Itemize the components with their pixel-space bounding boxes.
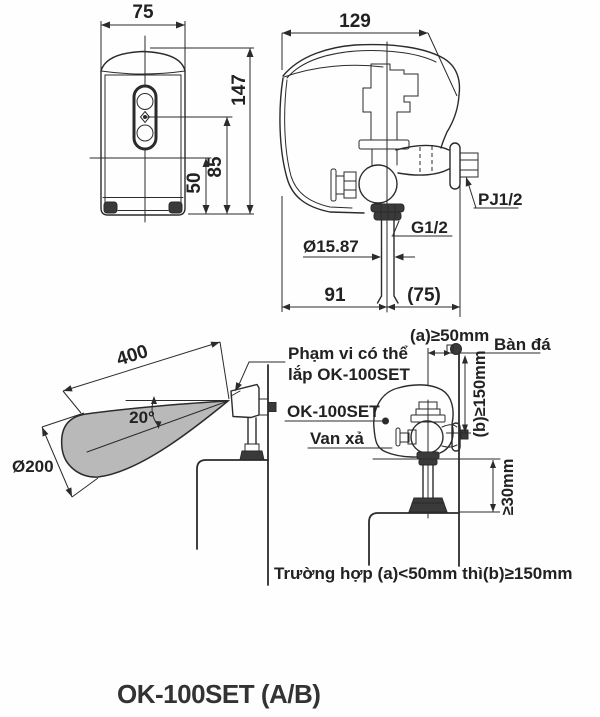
install-valve-label: Van xả bbox=[310, 429, 364, 448]
install-wall-flange bbox=[451, 422, 461, 452]
pj-connection-label: PJ1/2 bbox=[478, 190, 522, 209]
valve-collar bbox=[358, 139, 410, 150]
dim-a-label: (a)≥50mm bbox=[410, 326, 489, 345]
front-foot-right bbox=[168, 201, 183, 214]
wall-spout bbox=[395, 144, 450, 176]
dim-b-label: (b)≥150mm bbox=[471, 351, 489, 438]
range-spud bbox=[239, 450, 265, 461]
side-center-offset-dim: 91 bbox=[324, 285, 346, 306]
dim-offset-label: ≥30mm bbox=[499, 459, 517, 516]
install-unit-label: OK-100SET bbox=[287, 402, 380, 421]
front-mount-height-dim: 50 bbox=[184, 172, 205, 193]
install-spud bbox=[408, 497, 448, 513]
side-cover-outline bbox=[282, 43, 461, 149]
range-sensor-unit bbox=[230, 383, 260, 419]
front-foot-left bbox=[103, 201, 118, 214]
front-width-dim: 75 bbox=[132, 2, 154, 23]
valve-column bbox=[362, 63, 419, 141]
installation-drawing: Phạm vi có thể lắp OK-100SET OK-100SET V… bbox=[235, 326, 573, 583]
front-view-drawing: 75 147 85 50 bbox=[89, 2, 254, 223]
outlet-thread-label: G1/2 bbox=[411, 218, 448, 237]
counter-label: Bàn đá bbox=[494, 335, 551, 354]
stop-valve-handle bbox=[330, 168, 337, 202]
install-stop-valve bbox=[395, 427, 401, 447]
sensor-lens-bottom bbox=[136, 124, 154, 142]
unit-label-dot bbox=[382, 417, 389, 425]
install-range-label-line2: lắp OK-100SET bbox=[288, 365, 410, 384]
detection-length-dim: 400 bbox=[114, 341, 150, 370]
range-flush-pipe bbox=[247, 417, 257, 445]
detection-cone bbox=[60, 400, 231, 478]
sensor-lens-top bbox=[136, 93, 154, 110]
range-urinal bbox=[196, 459, 269, 550]
install-tail-pipe bbox=[422, 464, 434, 499]
front-height-dim: 147 bbox=[229, 74, 250, 106]
page-title: OK-100SET (A/B) bbox=[117, 679, 320, 709]
front-body bbox=[100, 70, 186, 216]
side-depth-dim: 129 bbox=[339, 11, 371, 32]
side-wall-offset-dim: (75) bbox=[407, 285, 441, 306]
detection-range-drawing: 20° 400 Ø200 bbox=[12, 341, 277, 586]
install-outlet-nut bbox=[416, 451, 440, 460]
valve-chamber bbox=[358, 164, 398, 204]
install-urinal bbox=[368, 512, 460, 566]
installable-range-outline bbox=[373, 384, 454, 458]
install-valve-collar bbox=[410, 414, 446, 423]
condition-note: Trường hợp (a)<50mm thì(b)≥150mm bbox=[274, 564, 573, 583]
wall-nipple bbox=[459, 152, 479, 178]
detection-diameter-dim: Ø200 bbox=[12, 457, 54, 476]
detection-angle-dim: 20° bbox=[129, 408, 155, 427]
front-sensor-height-dim: 85 bbox=[205, 156, 226, 178]
wall-flange bbox=[449, 142, 461, 190]
install-range-label-line1: Phạm vi có thể bbox=[288, 344, 409, 363]
pipe-diameter-dim: Ø15.87 bbox=[303, 237, 359, 256]
front-dome bbox=[100, 50, 186, 72]
range-wall-bracket bbox=[267, 402, 277, 412]
tail-pipe bbox=[376, 219, 399, 304]
side-view-drawing: PJ1/2 G1/2 Ø15.87 129 91 (75) bbox=[279, 11, 522, 317]
